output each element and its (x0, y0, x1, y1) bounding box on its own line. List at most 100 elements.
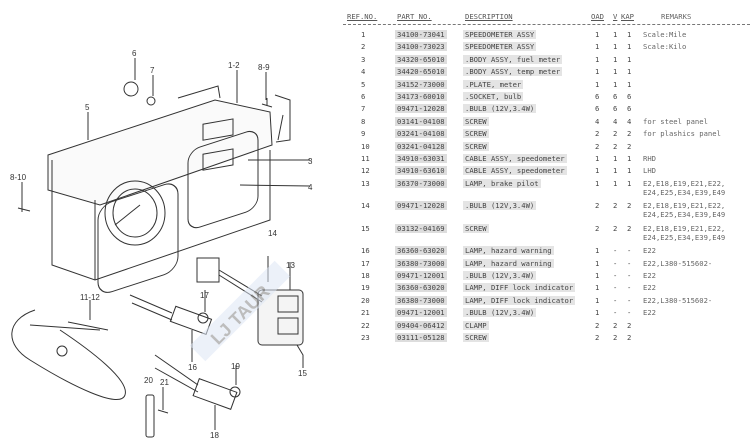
callout-8-9: 8-9 (258, 63, 270, 72)
ref-no: 9 (361, 129, 366, 139)
qty-v: - (613, 283, 618, 293)
remarks: for plashics panel (643, 129, 721, 139)
description: .BODY ASSY, fuel meter (463, 54, 563, 64)
qty-v: 2 (613, 320, 618, 330)
description: LAMP, brake pilot (463, 178, 541, 188)
qty-kap: 4 (627, 116, 632, 126)
description: CABLE ASSY, speedometer (463, 166, 567, 176)
bulb-socket (123, 81, 139, 97)
callout-15: 15 (298, 369, 307, 378)
speedometer-cable (11, 300, 126, 400)
remarks: LHD (643, 166, 656, 176)
part-no: 03111-05128 (395, 332, 447, 342)
meter-housing (47, 85, 291, 293)
remarks: E22 (643, 270, 656, 280)
part-no: 09471-12001 (395, 308, 447, 318)
qty-kap: 1 (627, 42, 632, 52)
ref-no: 8 (361, 116, 366, 126)
remarks: E22 (643, 308, 656, 318)
qty-kap: 2 (627, 223, 632, 233)
hazard-switch (196, 256, 304, 368)
qty-oad: 1 (595, 308, 600, 318)
qty-oad: 1 (595, 54, 600, 64)
qty-oad: 1 (595, 166, 600, 176)
part-no: 03132-04169 (395, 223, 447, 233)
qty-oad: 2 (595, 201, 600, 211)
description: LAMP, DIFF lock indicator (463, 283, 576, 293)
callout-19: 19 (231, 362, 240, 371)
description: SCREW (463, 129, 489, 139)
bulb (146, 96, 156, 106)
qty-v: 1 (613, 178, 618, 188)
qty-kap: - (627, 270, 632, 280)
description: .PLATE, meter (463, 79, 524, 89)
header-kap: KAP (621, 12, 634, 21)
ref-no: 18 (361, 270, 370, 280)
ref-no: 11 (361, 153, 370, 163)
qty-v: 2 (613, 141, 618, 151)
qty-oad: 2 (595, 141, 600, 151)
part-no: 34910-63031 (395, 153, 447, 163)
qty-kap: 1 (627, 67, 632, 77)
remarks: for steel panel (643, 116, 708, 126)
clamp (145, 394, 155, 438)
part-no: 34910-63610 (395, 166, 447, 176)
part-no: 36360-63020 (395, 283, 447, 293)
qty-v: 1 (613, 79, 618, 89)
qty-kap: 2 (627, 320, 632, 330)
remarks: E22,L380-515602- (643, 295, 713, 305)
qty-kap: - (627, 308, 632, 318)
qty-v: 1 (613, 166, 618, 176)
description: .BULB (12V,3.4W) (463, 270, 537, 280)
qty-kap: 2 (627, 129, 632, 139)
qty-kap: 1 (627, 54, 632, 64)
description: CLAMP (463, 320, 489, 330)
qty-v: - (613, 308, 618, 318)
remarks: E22 (643, 283, 656, 293)
qty-oad: 1 (595, 178, 600, 188)
qty-oad: 1 (595, 246, 600, 256)
screw-21 (157, 387, 169, 414)
part-no: 36360-63020 (395, 246, 447, 256)
description: .BODY ASSY, temp meter (463, 67, 563, 77)
callout-13: 13 (286, 261, 295, 270)
ref-no: 14 (361, 201, 370, 211)
ref-no: 4 (361, 67, 366, 77)
part-no: 34420-65010 (395, 67, 447, 77)
part-no: 34320-65010 (395, 54, 447, 64)
qty-v: 1 (613, 153, 618, 163)
ref-no: 21 (361, 308, 370, 318)
description: .BULB (12V,3.4W) (463, 201, 537, 211)
callout-8-10: 8-10 (10, 173, 27, 182)
remarks: E2,E18,E19,E21,E22, E24,E25,E34,E39,E49 (643, 178, 726, 197)
callout-3: 3 (308, 157, 313, 166)
parts-table: REF.NO. PART NO. DESCRIPTION OAD V KAP R… (343, 10, 750, 343)
callout-20: 20 (144, 376, 153, 385)
part-no: 09404-06412 (395, 320, 447, 330)
qty-v: - (613, 295, 618, 305)
qty-v: 2 (613, 201, 618, 211)
description: SPEEDOMETER ASSY (463, 42, 537, 52)
description: SCREW (463, 116, 489, 126)
description: LAMP, DIFF lock indicator (463, 295, 576, 305)
qty-kap: 2 (627, 141, 632, 151)
part-no: 34100-73023 (395, 42, 447, 52)
description: SCREW (463, 223, 489, 233)
ref-no: 10 (361, 141, 370, 151)
ref-no: 19 (361, 283, 370, 293)
description: SPEEDOMETER ASSY (463, 30, 537, 39)
header-desc: DESCRIPTION (465, 12, 513, 21)
header-v: V (613, 12, 618, 21)
qty-kap: 1 (627, 30, 632, 39)
